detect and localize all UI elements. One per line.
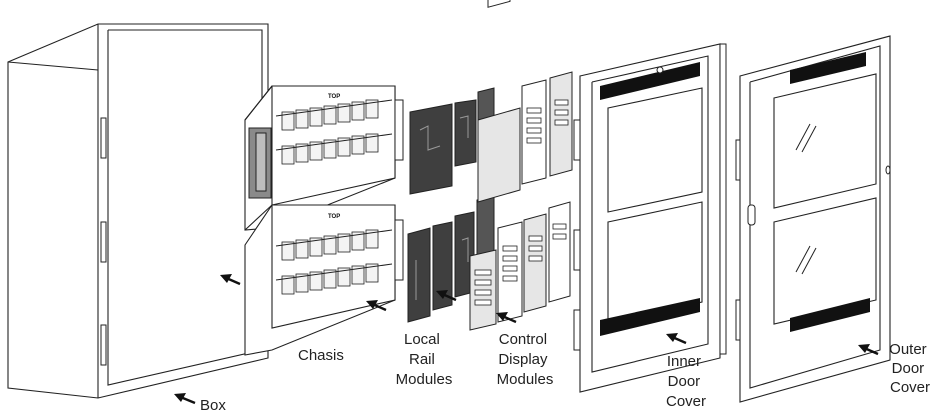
component-labels: Box Chasis Local Rail Modules Control Di… <box>200 331 931 414</box>
chassis-top-marking-lower: TOP <box>328 214 340 220</box>
direction-arrows <box>174 274 879 405</box>
chassis-top-marking-upper: TOP <box>328 94 340 100</box>
label-outer-door: Outer Door Cover <box>889 341 931 396</box>
arrow-icon-chasis-upper <box>220 274 241 286</box>
arrow-icon-box <box>174 393 196 405</box>
arrow-icon-inner-door <box>666 333 687 345</box>
label-local-rail: Local Rail Modules <box>396 331 453 388</box>
arrow-icon-control-display <box>496 312 517 324</box>
label-chasis: Chasis <box>298 347 344 364</box>
label-control-display: Control Display Modules <box>497 331 554 388</box>
arrow-icon-chasis-lower <box>366 300 387 312</box>
label-box: Box <box>200 397 226 414</box>
chassis-lower: TOP <box>244 204 404 356</box>
label-inner-door: Inner Door Cover <box>666 353 706 410</box>
arrow-icon-local-rail <box>436 290 457 302</box>
control-display-modules <box>469 0 573 331</box>
box-cabinet <box>7 23 269 399</box>
arrow-icon-outer-door <box>858 344 879 356</box>
outer-door-cover <box>735 35 891 403</box>
chassis-upper: TOP <box>244 85 404 231</box>
inner-door-cover <box>573 43 727 393</box>
